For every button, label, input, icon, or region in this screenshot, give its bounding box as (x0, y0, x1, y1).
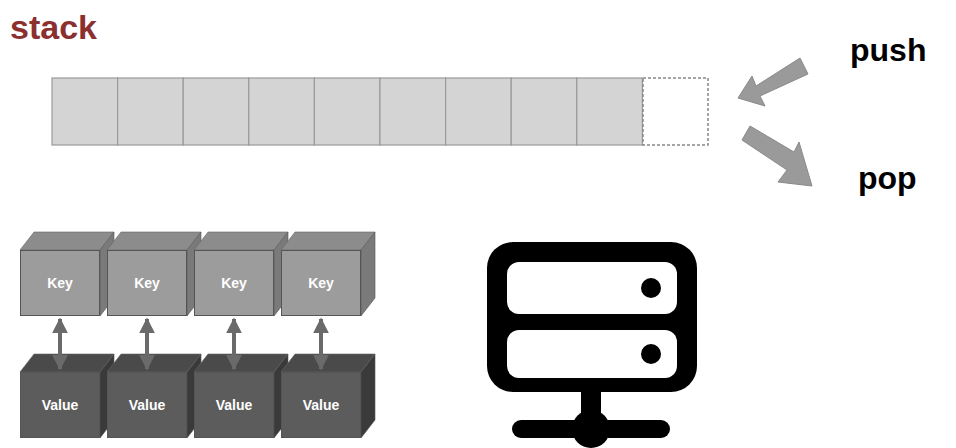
link-arrow (319, 319, 323, 369)
stack-cell (511, 78, 577, 145)
cube-side (361, 232, 375, 316)
cube-top (107, 232, 201, 250)
cube-top (281, 232, 375, 250)
box-label: Key (134, 275, 160, 291)
key-box: Key (107, 250, 187, 316)
stack-cell (249, 78, 315, 145)
box-label: Value (42, 397, 79, 413)
cube-faces (20, 232, 375, 438)
link-arrow (58, 319, 62, 369)
value-box: Value (20, 372, 100, 438)
key-box: Key (194, 250, 274, 316)
empty-slot (643, 78, 708, 145)
pop-arrow (742, 126, 812, 186)
stack-cells (52, 78, 642, 145)
stack-cell (380, 78, 446, 145)
key-box: Key (281, 250, 361, 316)
push-arrow (738, 58, 808, 106)
cube-side (361, 354, 375, 438)
key-box: Key (20, 250, 100, 316)
value-box: Value (107, 372, 187, 438)
box-label: Key (308, 275, 334, 291)
box-label: Value (129, 397, 166, 413)
operation-label: push (850, 32, 926, 69)
stack-cell (52, 78, 118, 145)
link-arrow (145, 319, 149, 369)
cube-top (194, 232, 288, 250)
box-label: Key (221, 275, 247, 291)
cube-top (20, 354, 114, 372)
title: stack (10, 8, 97, 47)
value-box: Value (194, 372, 274, 438)
stack-cell (118, 78, 184, 145)
stack-cell (183, 78, 249, 145)
stack-cell (314, 78, 380, 145)
server-icon (487, 242, 697, 448)
box-label: Key (47, 275, 73, 291)
stack-cell (446, 78, 512, 145)
box-label: Value (216, 397, 253, 413)
cube-top (20, 232, 114, 250)
value-box: Value (281, 372, 361, 438)
link-arrow (232, 319, 236, 369)
stack-cell (577, 78, 643, 145)
operation-label: pop (858, 160, 917, 197)
cube-top (281, 354, 375, 372)
cube-top (194, 354, 288, 372)
box-label: Value (303, 397, 340, 413)
cube-top (107, 354, 201, 372)
